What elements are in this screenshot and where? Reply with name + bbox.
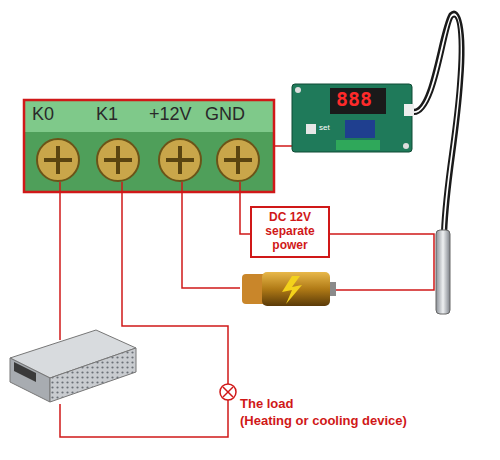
power-supply bbox=[10, 330, 136, 402]
power-note-box: DC 12V separate power bbox=[250, 206, 330, 258]
terminal-label: GND bbox=[205, 104, 245, 125]
terminal-label: +12V bbox=[149, 104, 192, 125]
temperature-probe bbox=[414, 12, 463, 314]
thermostat-board bbox=[292, 84, 414, 152]
battery bbox=[242, 272, 336, 306]
terminal-block bbox=[24, 100, 300, 192]
load-label: The load bbox=[240, 397, 293, 412]
button-label: set bbox=[319, 123, 330, 132]
wires bbox=[60, 182, 434, 437]
display-digits: 888 bbox=[336, 88, 372, 111]
terminal-label: K1 bbox=[96, 104, 118, 125]
terminal-label: K0 bbox=[32, 104, 54, 125]
note-text: DC 12V separate power bbox=[257, 211, 323, 252]
load-label: (Heating or cooling device) bbox=[240, 414, 407, 429]
